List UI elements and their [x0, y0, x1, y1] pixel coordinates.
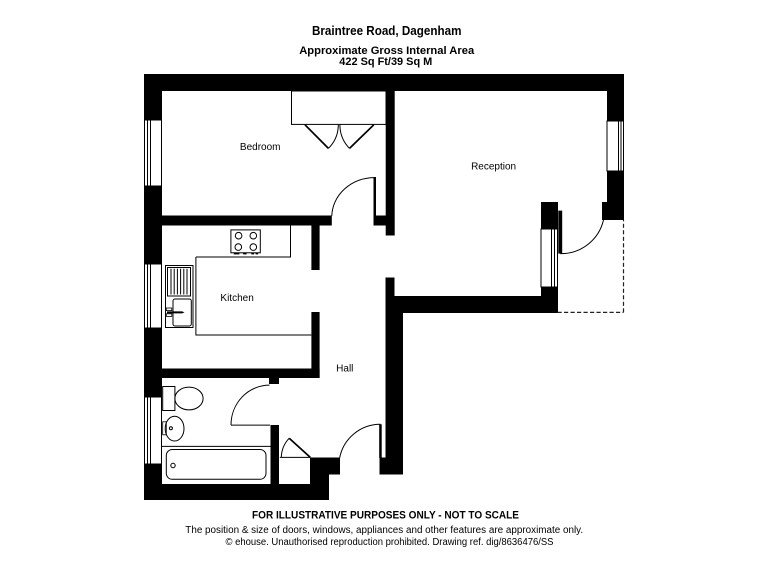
svg-text:FOR ILLUSTRATIVE PURPOSES ONLY: FOR ILLUSTRATIVE PURPOSES ONLY - NOT TO … [252, 510, 519, 522]
svg-text:Braintree Road, Dagenham: Braintree Road, Dagenham [312, 23, 462, 38]
svg-text:422 Sq Ft/39 Sq M: 422 Sq Ft/39 Sq M [339, 56, 432, 68]
svg-text:Approximate Gross Internal Are: Approximate Gross Internal Area [299, 45, 475, 57]
svg-text:Reception: Reception [471, 161, 516, 172]
svg-text:© ehouse. Unauthorised reprodu: © ehouse. Unauthorised reproduction proh… [226, 537, 554, 548]
svg-text:The position & size of doors,: The position & size of doors, windows, a… [185, 525, 583, 536]
svg-text:Hall: Hall [336, 364, 353, 375]
svg-text:Kitchen: Kitchen [220, 293, 253, 304]
svg-text:Bedroom: Bedroom [240, 142, 281, 153]
